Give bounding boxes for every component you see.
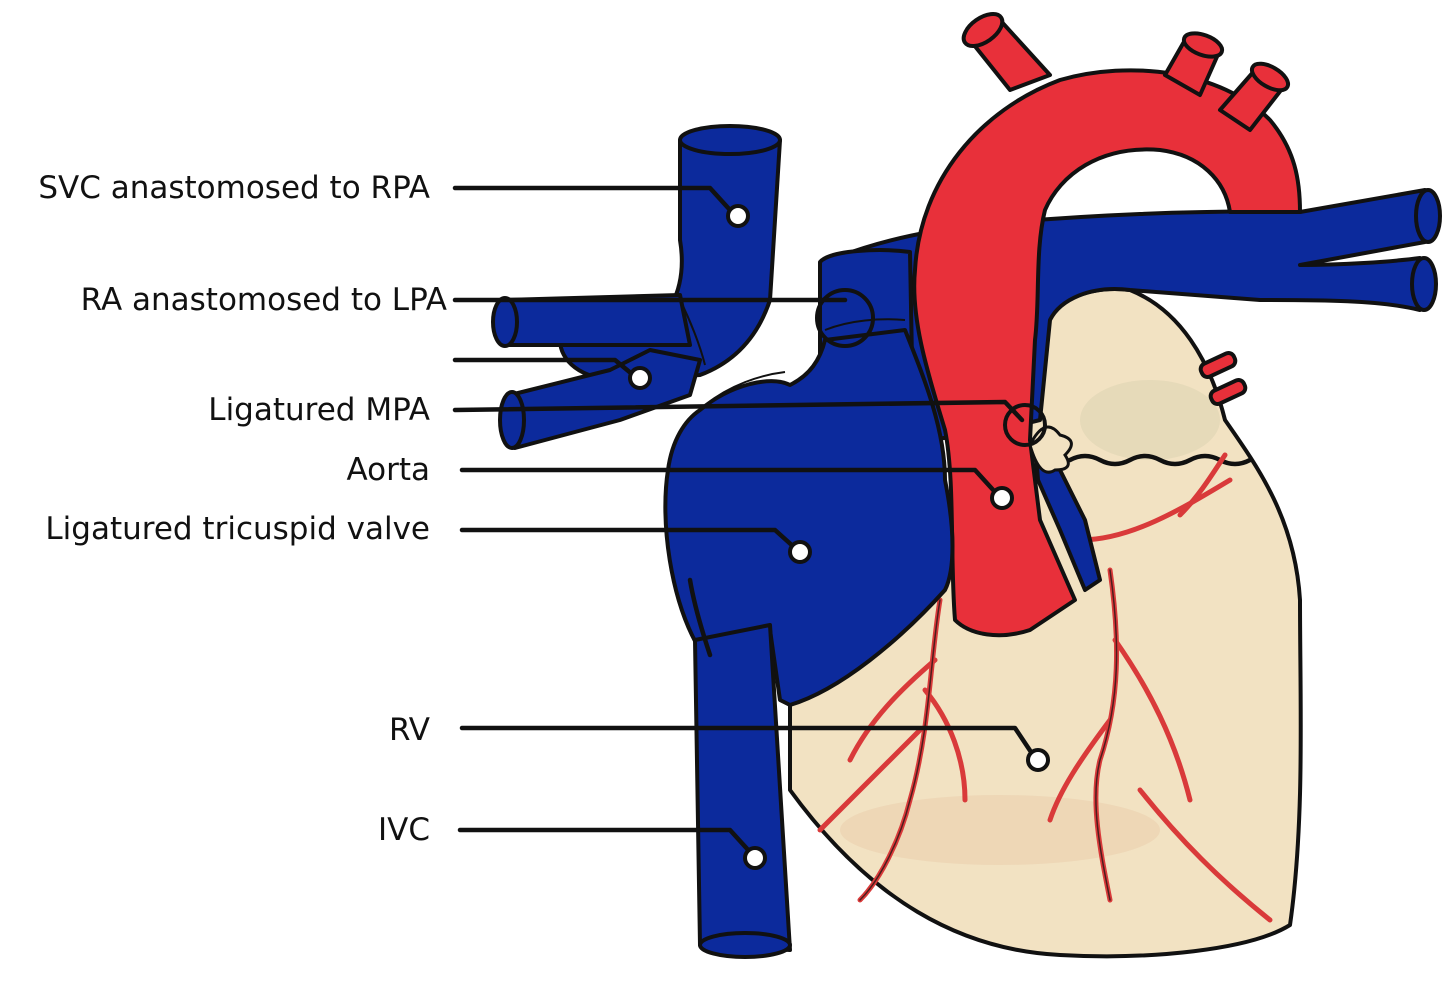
leader-svc [452,185,733,213]
label-aorta: Aorta [346,452,430,488]
svc [558,138,782,382]
mpa-ligature-circle [1003,403,1047,447]
dot-svc [726,204,750,228]
dot-ivc [743,846,767,870]
rpa-lower-branch [508,348,702,450]
myocardium-shading [1080,380,1220,460]
pulmonary-trunk [1033,438,1102,592]
small-vessel-2 [1208,378,1248,406]
aortic-branch-3-end [1249,61,1291,93]
leader-tricuspid [459,527,798,551]
leader-mpa [452,399,1025,423]
right-atrium [663,328,955,707]
leader-ivc [457,827,753,855]
ivc [693,623,792,952]
pulmonary-artery-end-1 [1414,188,1442,244]
dot-aorta [990,486,1014,510]
label-ra-anastomosed-to-lpa: RA anastomosed to LPA [80,282,447,318]
ivc-divider [687,577,713,658]
dot-rpa-lower [628,366,652,390]
small-vessel-1 [1198,351,1238,379]
leader-aorta [459,467,998,495]
label-svc-anastomosed-to-rpa: SVC anastomosed to RPA [38,170,430,206]
label-rv: RV [388,712,430,748]
dot-rv [1026,748,1050,772]
aortic-branch-1-end [961,12,1005,48]
leader-lines [452,185,1036,855]
label-ligatured-tricuspid-valve: Ligatured tricuspid valve [45,511,430,547]
leader-rpa-lower [452,357,635,377]
label-ligatured-mpa: Ligatured MPA [208,392,430,428]
myocardium-shading-lower [840,795,1160,865]
ra-lpa-anastomosis-circle [815,288,875,348]
svc-opening [678,124,782,156]
suture-marks [679,299,906,406]
leader-dots [628,204,1050,870]
ivc-opening [698,931,792,959]
rpa-upper-branch [503,293,692,347]
rpa-upper-end [491,296,519,348]
leader-rv [459,725,1036,758]
rpa-lower-end [498,390,526,450]
aortic-branch-2-end [1181,31,1225,59]
coronary-vessel-outlines [859,569,1118,901]
dot-tricuspid [788,540,812,564]
label-ivc: IVC [378,812,430,848]
pulmonary-artery-end-2 [1410,256,1438,312]
